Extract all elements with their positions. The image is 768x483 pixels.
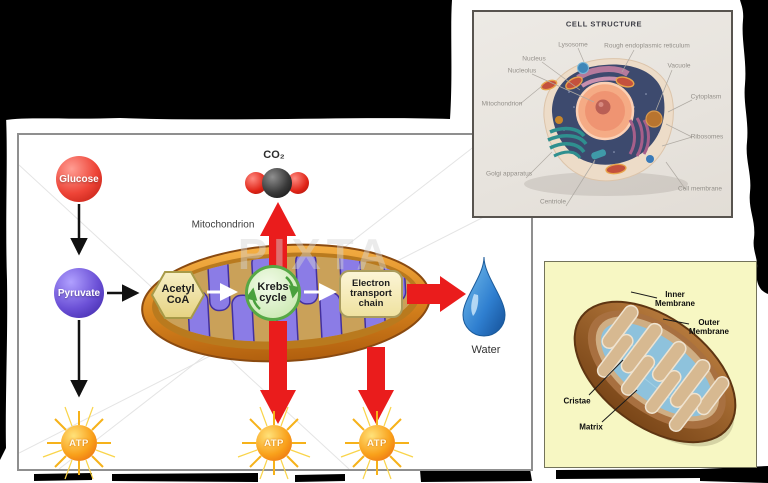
label-matrix: Matrix — [579, 422, 603, 432]
label-nucleus: Nucleus — [522, 55, 546, 63]
atp-burst: ATP — [236, 405, 312, 481]
glucose-node: Glucose — [56, 156, 102, 202]
vesicle-shape — [646, 155, 654, 163]
atp-burst: ATP — [339, 405, 415, 481]
sun-rays-icon — [42, 406, 116, 480]
water-droplet — [462, 256, 506, 337]
label-ribosomes: Ribosomes — [690, 133, 724, 141]
label-mitochondrion: Mitochondrion — [481, 100, 523, 108]
leader-lines — [519, 47, 693, 207]
er-stack-shape — [628, 117, 650, 157]
lysosome-shape — [577, 62, 589, 74]
co2-oxygen-atom — [245, 172, 267, 194]
label-inner-membrane: Inner Membrane — [654, 290, 696, 308]
label-nucleolus: Nucleolus — [507, 67, 537, 75]
label-lysosome: Lysosome — [558, 41, 588, 49]
label-centriole: Centriole — [539, 198, 567, 206]
co2-oxygen-atom — [287, 172, 309, 194]
vesicle-shape — [555, 116, 563, 124]
mitochondrion-cutaway — [573, 291, 737, 447]
mitochondrion-label: Mitochondrion — [191, 219, 255, 231]
cristae-shapes — [596, 304, 730, 432]
nucleus-shape — [575, 81, 635, 141]
label-cell-membrane: Cell membrane — [677, 185, 723, 193]
mitochondrion-body — [573, 300, 737, 444]
atp-burst: ATP — [41, 405, 117, 481]
mitochondria-shapes — [540, 76, 635, 175]
cell-structure-title: CELL STRUCTURE — [565, 19, 643, 29]
red-arrows — [260, 202, 466, 424]
sun-rays-icon — [237, 406, 311, 480]
atp-label: ATP — [61, 425, 97, 461]
anatomy-leader-lines — [588, 291, 690, 423]
centriole-shape — [591, 149, 607, 160]
acetyl-coa-node: Acetyl CoA — [150, 270, 206, 320]
label-rough-er: Rough endoplasmic reticulum — [604, 42, 690, 50]
co2-label: CO₂ — [263, 149, 285, 161]
black-arrows — [70, 204, 140, 398]
mitochondrion-anatomy-panel: Inner Membrane Outer Membrane Cristae Ma… — [544, 261, 757, 468]
label-golgi: Golgi apparatus — [486, 170, 532, 178]
water-label: Water — [471, 344, 501, 356]
sun-rays-icon — [340, 406, 414, 480]
label-outer-membrane: Outer Membrane — [688, 318, 730, 336]
krebs-cycle-node: Krebs cycle — [245, 265, 301, 321]
golgi-shape — [547, 126, 588, 159]
co2-carbon-atom — [262, 168, 292, 198]
label-cristae: Cristae — [563, 396, 591, 406]
electron-transport-chain-label: Electron transport chain — [350, 278, 392, 309]
vacuole-shape — [645, 110, 663, 128]
label-vacuole: Vacuole — [667, 62, 691, 70]
atp-label: ATP — [359, 425, 395, 461]
cell-illustration — [519, 47, 693, 207]
electron-transport-chain-node: Electron transport chain — [339, 270, 403, 318]
cellular-respiration-panel: PIXTA CO₂ Glucose Pyruvate Mitochondrion — [17, 133, 533, 480]
krebs-cycle-label: Krebs cycle — [257, 280, 289, 304]
label-cytoplasm: Cytoplasm — [690, 93, 722, 101]
cycle-arrows — [248, 276, 298, 310]
atp-label: ATP — [256, 425, 292, 461]
cell-structure-panel: CELL STRUCTURE Lysosome Rough endoplasmi… — [472, 10, 733, 218]
acetyl-coa-label: Acetyl CoA — [161, 282, 195, 306]
hexagon-shape — [150, 271, 206, 319]
pyruvate-node: Pyruvate — [54, 268, 104, 318]
